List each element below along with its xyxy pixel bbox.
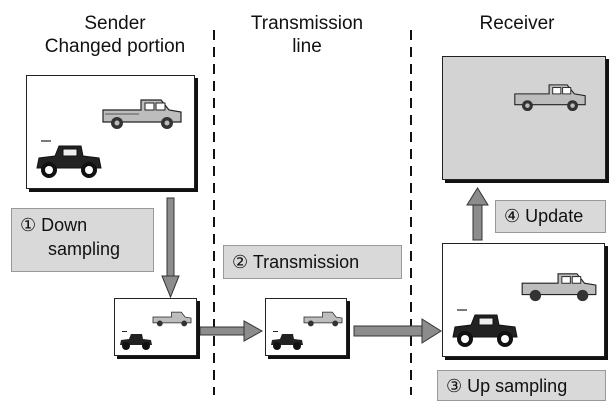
arrow-update — [466, 187, 489, 241]
step-4-number: ④ — [504, 206, 521, 226]
arrow-transmission-2 — [353, 318, 442, 344]
step-2-number: ② — [232, 252, 249, 272]
step-1-number: ① — [20, 215, 37, 235]
step-update: ④ Update — [495, 200, 606, 233]
step-transmission: ② Transmission — [223, 245, 402, 279]
vintage-car-icon — [271, 331, 303, 350]
receiver-updated-frame — [442, 56, 606, 180]
transmission-header-line1: Transmission — [250, 13, 364, 34]
pickup-truck-icon — [102, 99, 182, 129]
step-down-sampling-label-2: sampling — [48, 239, 121, 259]
sender-header-line2: Changed portion — [44, 36, 186, 57]
receiver-header-line1: Receiver — [479, 13, 555, 34]
step-up-sampling-label: Up sampling — [467, 376, 568, 396]
pickup-truck-icon — [514, 84, 586, 112]
vintage-car-icon — [36, 140, 102, 178]
receiver-upsampled-frame — [442, 243, 605, 357]
step-down-sampling: ① Down sampling — [11, 208, 154, 272]
step-3-number: ③ — [446, 376, 463, 396]
arrow-down-sampling — [161, 197, 180, 299]
transmitted-frame — [265, 298, 347, 356]
step-down-sampling-label-1: Down — [41, 215, 88, 235]
sender-header-line1: Sender — [84, 13, 146, 34]
receiver-header: Receiver — [442, 12, 592, 35]
pickup-truck-icon — [521, 273, 597, 302]
step-down-sampling-line1: ① Down — [20, 213, 145, 237]
vintage-car-icon — [120, 331, 152, 350]
pickup-truck-icon — [152, 311, 192, 327]
step-update-label: Update — [525, 206, 584, 226]
step-transmission-label: Transmission — [252, 252, 360, 272]
downsampled-frame — [114, 298, 197, 356]
pickup-truck-icon — [303, 311, 343, 327]
transmission-header-line2: line — [292, 36, 322, 57]
sender-frame — [26, 75, 195, 189]
vintage-car-icon — [452, 309, 518, 347]
sender-header: Sender Changed portion — [20, 12, 210, 58]
step-up-sampling: ③ Up sampling — [437, 370, 606, 401]
arrow-transmission-1 — [199, 320, 264, 342]
transmission-header: Transmission line — [222, 12, 392, 58]
